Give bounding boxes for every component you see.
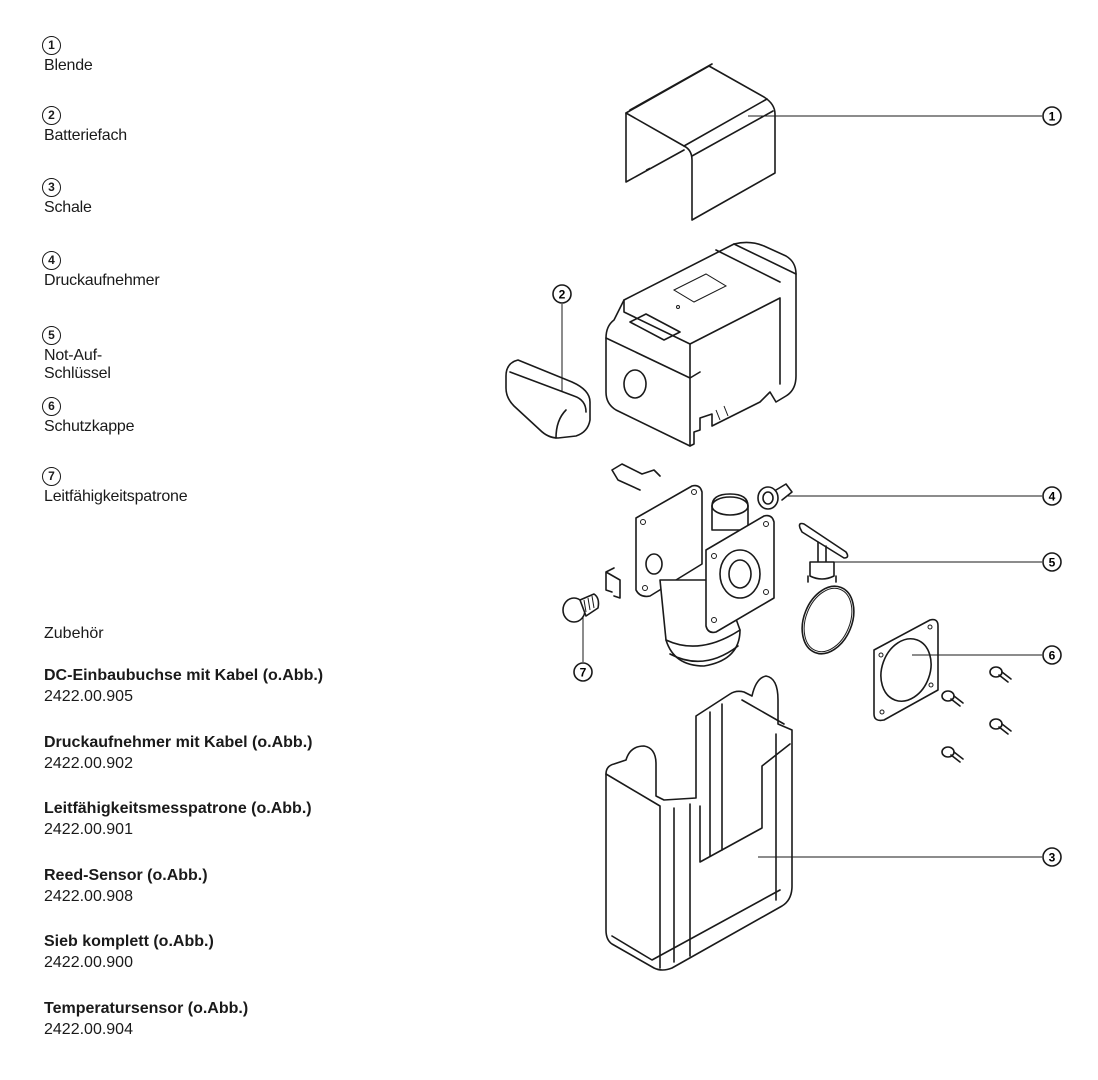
part-not-auf-schluessel: [798, 522, 849, 583]
accessory-code: 2422.00.908: [44, 888, 133, 905]
legend-item-schutzkappe: 6 Schutzkappe: [42, 397, 135, 436]
accessory-item: Druckaufnehmer mit Kabel (o.Abb.) 2422.0…: [44, 734, 312, 773]
callout-1: 1: [748, 106, 1062, 126]
legend-item-druckaufnehmer: 4 Druckaufnehmer: [42, 251, 160, 290]
callout-3: 3: [758, 847, 1062, 867]
part-valve-body: [635, 484, 775, 667]
accessory-code: 2422.00.901: [44, 821, 133, 838]
part-name: Batteriefach: [44, 127, 127, 144]
accessory-code: 2422.00.902: [44, 755, 133, 772]
accessory-name: DC-Einbaubuchse mit Kabel (o.Abb.): [44, 667, 324, 684]
part-u-clip: [605, 567, 621, 599]
accessory-name: Leitfähigkeitsmesspatrone (o.Abb.): [44, 800, 312, 817]
legend-item-not-auf-schluessel: 5 Not-Auf-Schlüssel: [42, 326, 111, 383]
accessory-code: 2422.00.905: [44, 688, 133, 705]
callout-number: 2: [559, 288, 566, 302]
callout-number: 1: [1049, 110, 1056, 124]
part-number-badge: 6: [42, 397, 61, 416]
part-schale: [605, 675, 793, 971]
callout-7: 7: [573, 616, 593, 682]
part-main-housing: [605, 241, 797, 447]
part-number-badge: 7: [42, 467, 61, 486]
callout-5: 5: [832, 552, 1062, 572]
legend-item-blende: 1 Blende: [42, 36, 93, 75]
part-number-badge: 5: [42, 326, 61, 345]
part-clip-wire: [611, 463, 661, 491]
accessory-item: Leitfähigkeitsmesspatrone (o.Abb.) 2422.…: [44, 800, 312, 839]
part-name: Schale: [44, 199, 92, 216]
callout-number: 7: [580, 666, 587, 680]
accessory-name: Temperatursensor (o.Abb.): [44, 1000, 249, 1017]
accessory-item: Reed-Sensor (o.Abb.) 2422.00.908: [44, 867, 208, 906]
callout-number: 6: [1049, 649, 1056, 663]
callout-4: 4: [788, 486, 1062, 506]
callout-number: 3: [1049, 851, 1056, 865]
accessory-item: Sieb komplett (o.Abb.) 2422.00.900: [44, 933, 214, 972]
part-name: Schutzkappe: [44, 418, 135, 435]
callout-6: 6: [912, 645, 1062, 665]
legend-item-batteriefach: 2 Batteriefach: [42, 106, 127, 145]
part-name: Not-Auf-Schlüssel: [44, 347, 111, 382]
accessories-heading: Zubehör: [44, 625, 104, 642]
accessory-name: Druckaufnehmer mit Kabel (o.Abb.): [44, 734, 313, 751]
accessory-item: Temperatursensor (o.Abb.) 2422.00.904: [44, 1000, 248, 1039]
part-number-badge: 1: [42, 36, 61, 55]
legend-item-schale: 3 Schale: [42, 178, 92, 217]
legend-item-leitfaehigkeitspatrone: 7 Leitfähigkeitspatrone: [42, 467, 188, 506]
part-name: Blende: [44, 57, 93, 74]
accessory-name: Reed-Sensor (o.Abb.): [44, 867, 208, 884]
part-screws: [941, 666, 1012, 763]
part-leitfaehigkeitspatrone: [562, 593, 600, 623]
callout-number: 5: [1049, 556, 1056, 570]
accessory-code: 2422.00.900: [44, 954, 133, 971]
callout-number: 4: [1049, 490, 1056, 504]
callout-2: 2: [552, 284, 572, 392]
part-name: Druckaufnehmer: [44, 272, 160, 289]
accessory-code: 2422.00.904: [44, 1021, 133, 1038]
accessory-item: DC-Einbaubuchse mit Kabel (o.Abb.) 2422.…: [44, 667, 323, 706]
part-blende: [625, 63, 776, 221]
part-name: Leitfähigkeitspatrone: [44, 488, 188, 505]
part-batteriefach: [505, 359, 591, 439]
part-number-badge: 2: [42, 106, 61, 125]
accessories-title: Zubehör: [44, 625, 104, 643]
part-druckaufnehmer: [757, 483, 793, 510]
part-number-badge: 4: [42, 251, 61, 270]
part-o-ring: [801, 585, 855, 655]
part-number-badge: 3: [42, 178, 61, 197]
part-schutzkappe: [873, 618, 939, 722]
accessory-name: Sieb komplett (o.Abb.): [44, 933, 214, 950]
